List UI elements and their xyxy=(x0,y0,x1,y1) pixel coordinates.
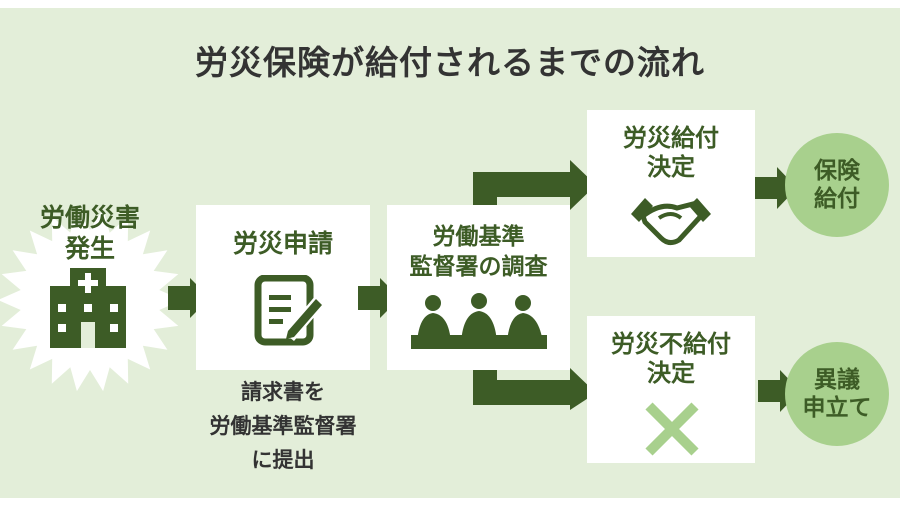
handshake-icon xyxy=(631,198,711,246)
rejected-line1: 労災不給付 xyxy=(611,330,731,358)
investigation-label: 労働基準 監督署の調査 xyxy=(387,223,570,283)
approved-label: 労災給付 決定 xyxy=(587,124,755,183)
document-edit-icon xyxy=(254,275,326,346)
step-investigation-box: 労働基準 監督署の調査 xyxy=(387,205,570,370)
rejected-line2: 決定 xyxy=(647,359,695,388)
appeal-label: 異議 申立て xyxy=(803,366,872,422)
arrow-down-branch xyxy=(473,368,596,410)
investigation-line1: 労働基準 xyxy=(432,224,525,250)
arrow-up-branch xyxy=(473,160,596,210)
application-label: 労災申請 xyxy=(232,229,333,258)
approved-line2: 決定 xyxy=(647,153,695,182)
step-occurrence-label: 労働災害 発生 xyxy=(20,203,160,264)
appeal-line1: 異議 xyxy=(814,366,860,393)
benefit-line1: 保険 xyxy=(814,157,860,184)
result-benefit-circle: 保険 給付 xyxy=(785,133,889,237)
application-note: 請求書を 労働基準監督署 に提出 xyxy=(170,375,396,477)
cross-mark-icon xyxy=(645,402,699,456)
occurrence-line1: 労働災害 xyxy=(39,203,140,232)
step-rejected-box: 労災不給付 決定 xyxy=(587,316,755,463)
step-application-box: 労災申請 xyxy=(196,205,370,370)
occurrence-line2: 発生 xyxy=(64,233,115,263)
rejected-label: 労災不給付 決定 xyxy=(587,330,755,389)
benefit-label: 保険 給付 xyxy=(814,157,860,213)
branch-arrows xyxy=(473,160,596,410)
step-approved-box: 労災給付 決定 xyxy=(587,110,755,257)
diagram-title: 労災保険が給付されるまでの流れ xyxy=(195,43,705,82)
note-line1: 請求書を xyxy=(241,380,325,404)
investigation-line2: 監督署の調査 xyxy=(409,253,548,280)
result-appeal-circle: 異議 申立て xyxy=(785,342,889,446)
approved-line1: 労災給付 xyxy=(623,124,719,152)
meeting-people-icon xyxy=(411,293,547,349)
hospital-icon xyxy=(50,268,126,348)
note-line2: 労働基準監督署 xyxy=(209,414,357,439)
benefit-line2: 給付 xyxy=(814,186,860,212)
appeal-line2: 申立て xyxy=(802,395,872,421)
note-line3: に提出 xyxy=(251,448,315,473)
